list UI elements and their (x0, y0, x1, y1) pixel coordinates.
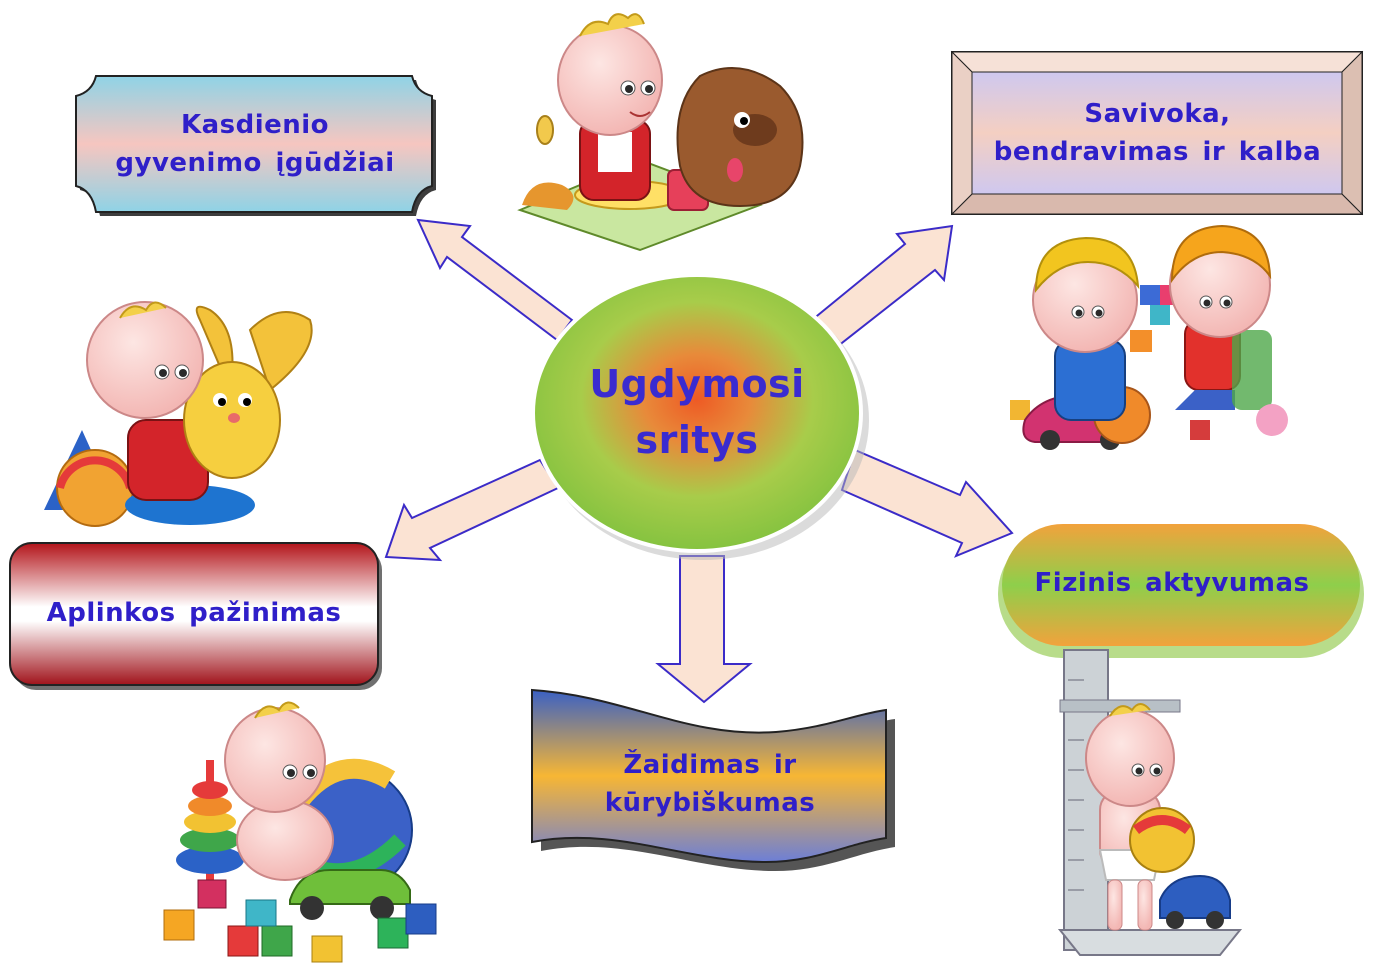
kids-playing-with-blocks-illustration (1010, 224, 1288, 450)
play-line1: Žaidimas ir (623, 750, 797, 781)
physical-line1: Fizinis aktyvumas (1034, 568, 1310, 599)
center-title: Ugdymosi sritys (555, 330, 839, 495)
self-awareness-frame (950, 50, 1364, 216)
arrow-to-daily-life (416, 218, 574, 342)
environment-line1: Aplinkos pažinimas (46, 598, 342, 629)
play-label: Žaidimas ir kūrybiškumas (540, 720, 880, 850)
baby-on-height-scale-illustration (1057, 649, 1243, 956)
baby-with-toys-illustration (163, 701, 437, 963)
physical-label: Fizinis aktyvumas (1002, 524, 1342, 644)
baby-eating-with-puppy-illustration (517, 13, 804, 252)
self-awareness-line2: bendravimas ir kalba (993, 137, 1322, 167)
daily-life-line2: gyvenimo įgūdžiai (115, 148, 395, 178)
daily-life-line1: Kasdienio (180, 110, 330, 141)
daily-life-label: Kasdienio gyvenimo įgūdžiai (80, 80, 430, 210)
daily-life-plaque (75, 75, 436, 216)
arrow-to-play (655, 555, 753, 704)
arrow-to-physical (840, 448, 1014, 558)
arrow-to-self-awareness (810, 224, 954, 348)
physical-pill (998, 524, 1364, 658)
baby-with-bunny-illustration (44, 301, 313, 527)
self-awareness-line1: Savivoka, (1084, 99, 1231, 130)
play-line2: kūrybiškumas (604, 788, 816, 818)
environment-box (9, 542, 382, 690)
play-banner (531, 688, 895, 871)
center-ellipse (531, 273, 869, 560)
center-title-line1: Ugdymosi (589, 362, 805, 407)
arrow-to-environment (384, 458, 560, 562)
environment-label: Aplinkos pažinimas (10, 545, 378, 683)
self-awareness-label: Savivoka, bendravimas ir kalba (975, 75, 1340, 193)
center-title-line2: sritys (635, 417, 759, 462)
